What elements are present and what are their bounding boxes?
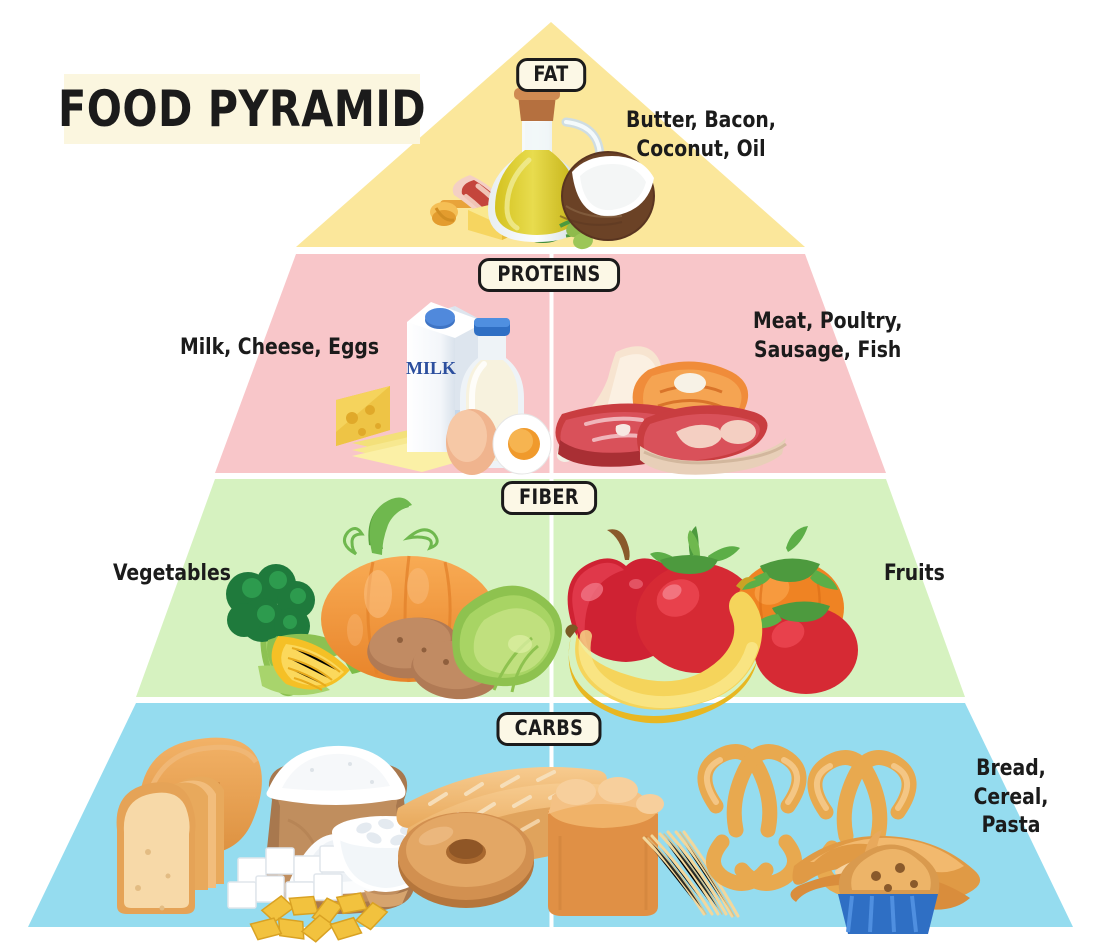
vegetables-illustration [226, 497, 563, 700]
meat-foods-illustration [555, 346, 787, 475]
carbs-foods-text: Bread, Cereal, Pasta [973, 756, 1049, 839]
tomato-front-icon [752, 601, 858, 694]
tier-label-proteins-text: PROTEINS [497, 262, 601, 286]
bagel-icon [398, 812, 534, 908]
tier-label-proteins: PROTEINS [478, 258, 620, 293]
tomato-icon [636, 526, 760, 673]
tier-label-fat-text: FAT [533, 62, 569, 86]
bread-loaf-center-icon [548, 777, 664, 916]
page-title: FOOD PYRAMID [57, 80, 427, 138]
cheese-wedge-icon [336, 386, 390, 446]
tier-label-carbs-text: CARBS [514, 716, 584, 740]
banana-icon [565, 577, 763, 724]
fruits-text: Fruits [884, 561, 945, 586]
honey-icon [430, 200, 476, 226]
pasta-icon [249, 892, 389, 943]
tier-label-fiber-text: FIBER [519, 485, 579, 509]
carbs-foods-illustration [116, 737, 981, 943]
eggs-icon [446, 409, 552, 475]
tier-label-fiber: FIBER [501, 481, 597, 516]
coconut-icon [559, 151, 655, 241]
muffin-icon [838, 844, 940, 934]
dairy-foods-illustration: MILK [336, 302, 552, 475]
bread-slice-front-icon [116, 782, 196, 914]
title-block: FOOD PYRAMID [58, 74, 426, 144]
tier-label-fat: FAT [516, 58, 586, 93]
dairy-foods-text: Milk, Cheese, Eggs [180, 335, 380, 360]
milk-carton-label: MILK [406, 358, 456, 378]
ham-icon [637, 405, 787, 475]
meat-foods-text: Meat, Poultry, Sausage, Fish [753, 309, 903, 363]
vegetables-text: Vegetables [113, 561, 231, 586]
fruits-illustration [565, 526, 858, 724]
fat-foods-text: Butter, Bacon, Coconut, Oil [626, 108, 776, 162]
tier-label-carbs: CARBS [496, 712, 602, 747]
cabbage-icon [452, 585, 563, 693]
pretzels-icon [697, 744, 917, 897]
